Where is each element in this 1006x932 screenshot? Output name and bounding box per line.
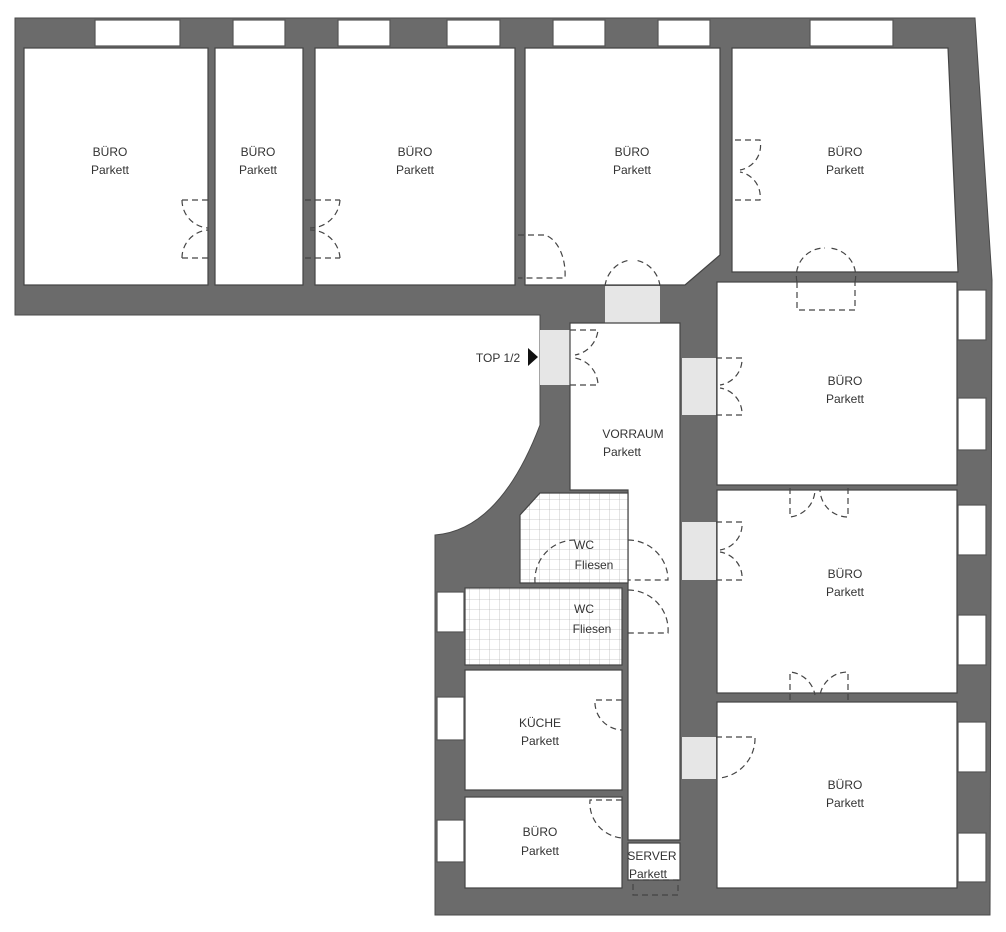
svg-text:BÜRO: BÜRO	[615, 145, 650, 159]
svg-text:Parkett: Parkett	[603, 445, 642, 459]
entrance-label: TOP 1/2	[476, 351, 521, 365]
svg-text:KÜCHE: KÜCHE	[519, 716, 561, 730]
room-labels: BÜRO Parkett BÜRO Parkett BÜRO Parkett B…	[91, 145, 865, 881]
svg-text:Parkett: Parkett	[613, 163, 652, 177]
room-buero-small	[464, 796, 623, 889]
svg-text:Parkett: Parkett	[239, 163, 278, 177]
svg-text:Parkett: Parkett	[396, 163, 435, 177]
room-buero-4	[524, 47, 721, 286]
svg-text:BÜRO: BÜRO	[828, 374, 863, 388]
svg-text:Parkett: Parkett	[826, 163, 865, 177]
svg-text:BÜRO: BÜRO	[398, 145, 433, 159]
door-swings	[181, 139, 857, 896]
svg-text:Parkett: Parkett	[826, 796, 865, 810]
svg-text:WC: WC	[574, 602, 594, 616]
svg-text:Parkett: Parkett	[521, 734, 560, 748]
svg-text:Fliesen: Fliesen	[575, 558, 614, 572]
svg-text:BÜRO: BÜRO	[241, 145, 276, 159]
room-wc-2	[464, 587, 623, 666]
door-openings	[540, 286, 716, 779]
svg-text:SERVER: SERVER	[627, 849, 676, 863]
svg-text:WC: WC	[574, 538, 594, 552]
room-wc-1	[519, 492, 629, 584]
windows	[94, 19, 987, 883]
svg-text:Parkett: Parkett	[629, 867, 668, 881]
room-vorraum	[569, 322, 681, 841]
rooms	[23, 47, 959, 889]
room-buero-8	[716, 701, 958, 889]
svg-text:Parkett: Parkett	[91, 163, 130, 177]
entrance-arrow-icon	[528, 348, 538, 366]
svg-text:Parkett: Parkett	[826, 585, 865, 599]
svg-text:Parkett: Parkett	[521, 844, 560, 858]
svg-text:BÜRO: BÜRO	[828, 567, 863, 581]
room-buero-7	[716, 489, 958, 694]
svg-text:BÜRO: BÜRO	[93, 145, 128, 159]
svg-text:BÜRO: BÜRO	[828, 145, 863, 159]
room-kueche	[464, 669, 623, 791]
svg-text:Fliesen: Fliesen	[573, 622, 612, 636]
svg-text:BÜRO: BÜRO	[828, 778, 863, 792]
room-buero-1	[23, 47, 209, 286]
room-buero-5	[731, 47, 959, 273]
room-server	[627, 842, 681, 881]
svg-text:VORRAUM: VORRAUM	[602, 427, 663, 441]
room-buero-2	[214, 47, 304, 286]
svg-text:Parkett: Parkett	[826, 392, 865, 406]
room-buero-3	[314, 47, 516, 286]
svg-text:BÜRO: BÜRO	[523, 825, 558, 839]
room-buero-6	[716, 281, 958, 486]
